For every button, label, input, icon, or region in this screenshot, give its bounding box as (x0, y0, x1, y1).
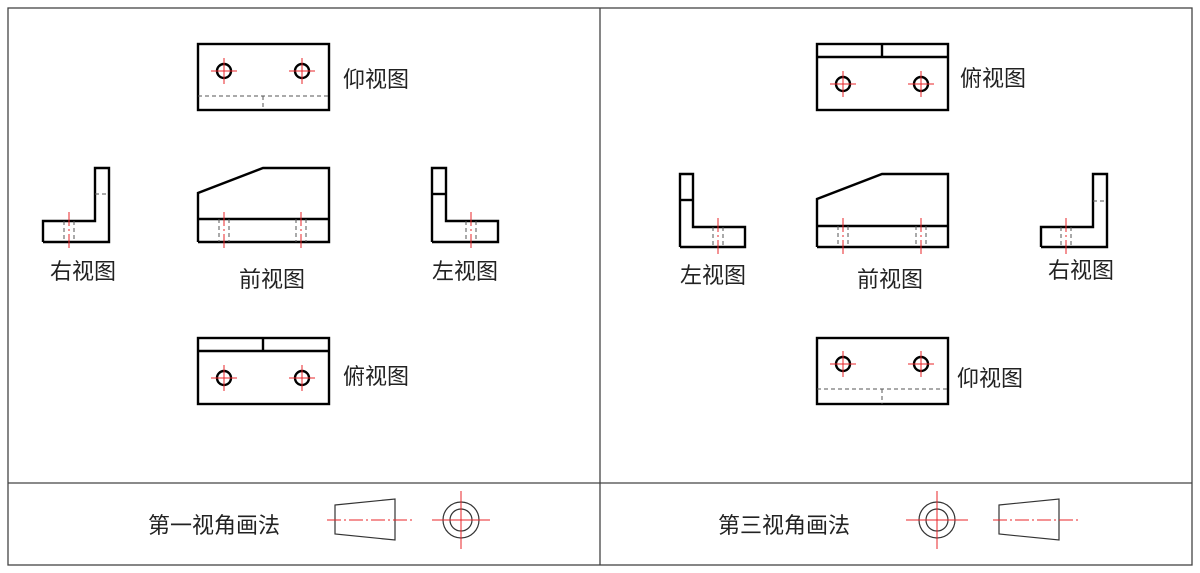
right-bottom-view: 仰视图 (815, 336, 1023, 406)
right-front-view: 前视图 (815, 172, 950, 293)
right-top-view-label: 俯视图 (960, 67, 1026, 92)
left-left-view-label: 左视图 (432, 260, 498, 285)
right-bottom-view-label: 仰视图 (957, 367, 1023, 392)
left-top-view-label: 仰视图 (343, 68, 409, 93)
right-left-view: 左视图 (678, 172, 747, 289)
left-panel: 仰视图 前视图 右视图 (41, 42, 500, 549)
right-right-view-label: 右视图 (1048, 259, 1114, 284)
left-left-view: 左视图 (430, 166, 500, 285)
third-angle-symbol-icon (906, 491, 1078, 549)
right-panel: 俯视图 前视图 左视图 (678, 42, 1114, 549)
left-front-view-label: 前视图 (239, 268, 305, 293)
left-front-view: 前视图 (196, 166, 331, 293)
left-bottom-view: 俯视图 (196, 336, 409, 406)
first-angle-title: 第一视角画法 (148, 514, 280, 539)
left-bottom-view-label: 俯视图 (343, 365, 409, 390)
left-right-view-label: 右视图 (50, 260, 116, 285)
third-angle-title: 第三视角画法 (718, 514, 850, 539)
left-right-view: 右视图 (41, 166, 116, 285)
right-left-view-label: 左视图 (680, 264, 746, 289)
right-front-view-label: 前视图 (857, 268, 923, 293)
left-top-view: 仰视图 (196, 42, 409, 112)
right-top-view: 俯视图 (815, 42, 1026, 112)
right-right-view: 右视图 (1039, 172, 1114, 284)
first-angle-symbol-icon (327, 491, 490, 549)
